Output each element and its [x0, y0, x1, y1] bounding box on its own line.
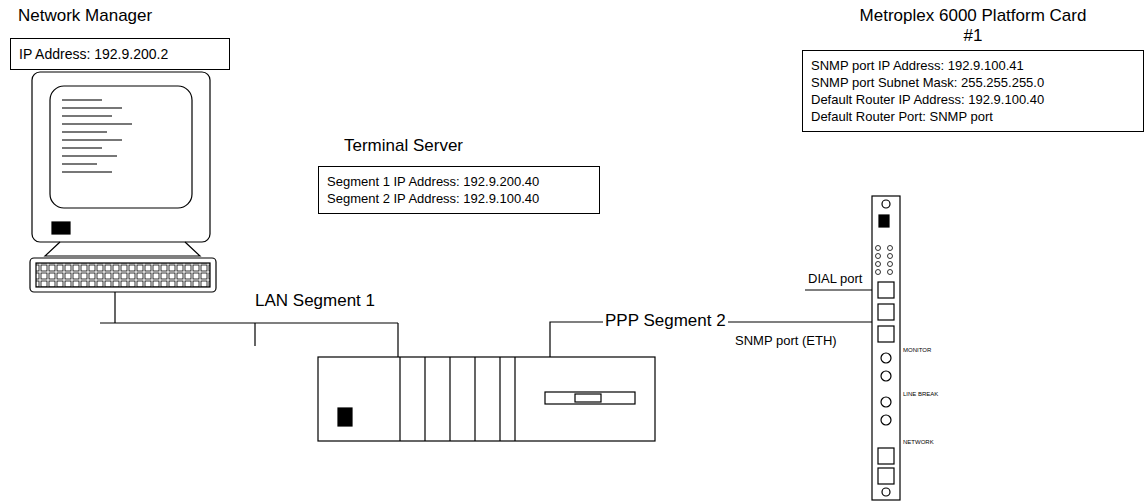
- network-manager-node: Network Manager IP Address: 192.9.200.2: [10, 6, 230, 70]
- lan-wire: [100, 292, 398, 357]
- screen: [50, 86, 192, 208]
- terminal-server: [318, 357, 655, 441]
- dial-wire: [805, 289, 872, 290]
- platform-card: [872, 196, 900, 500]
- info-line: IP Address: 192.9.200.2: [19, 45, 221, 63]
- info-line: Segment 2 IP Address: 192.9.100.40: [327, 190, 591, 207]
- card-label: LINE BREAK: [901, 390, 940, 398]
- keyboard: [30, 258, 216, 292]
- node-heading: Terminal Server: [318, 136, 600, 156]
- monitor: [32, 72, 210, 242]
- card-label: NETWORK: [901, 438, 936, 446]
- info-line: SNMP port Subnet Mask: 255.255.255.0: [811, 74, 1135, 91]
- segment-label: LAN Segment 1: [253, 291, 377, 310]
- info-box: Segment 1 IP Address: 192.9.200.40Segmen…: [318, 166, 600, 214]
- info-line: SNMP port IP Address: 192.9.100.41: [811, 57, 1135, 74]
- port-label: DIAL port: [806, 271, 864, 286]
- info-line: Segment 1 IP Address: 192.9.200.40: [327, 173, 591, 190]
- card-label: MONITOR: [901, 346, 933, 354]
- info-box: SNMP port IP Address: 192.9.100.41SNMP p…: [802, 50, 1144, 132]
- info-line: Default Router Port: SNMP port: [811, 108, 1135, 125]
- terminal-server-node: Terminal ServerSegment 1 IP Address: 192…: [318, 136, 600, 214]
- segment-label: PPP Segment 2: [603, 311, 728, 330]
- port-label: SNMP port (ETH): [733, 333, 839, 348]
- node-heading: Metroplex 6000 Platform Card #1: [858, 6, 1088, 46]
- info-line: Default Router IP Address: 192.9.100.40: [811, 91, 1135, 108]
- info-box: IP Address: 192.9.200.2: [10, 38, 230, 70]
- node-heading: Network Manager: [10, 6, 230, 26]
- platform-card-node: Metroplex 6000 Platform Card #1SNMP port…: [802, 6, 1144, 132]
